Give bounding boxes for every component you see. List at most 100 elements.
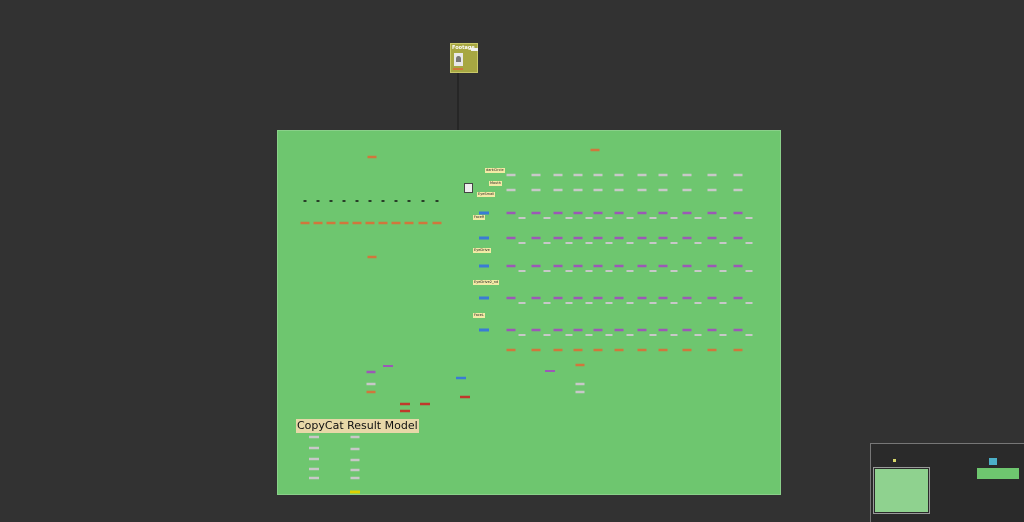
graph-node[interactable] bbox=[585, 242, 593, 244]
graph-node[interactable] bbox=[733, 296, 743, 300]
graph-node[interactable] bbox=[593, 348, 603, 352]
graph-node[interactable] bbox=[719, 334, 727, 336]
graph-node[interactable] bbox=[309, 435, 319, 439]
graph-node[interactable] bbox=[309, 476, 319, 480]
graph-node[interactable] bbox=[543, 242, 551, 244]
graph-node[interactable] bbox=[432, 221, 442, 225]
graph-node[interactable] bbox=[506, 328, 516, 332]
graph-node[interactable] bbox=[745, 242, 753, 244]
graph-node[interactable] bbox=[593, 173, 603, 177]
navigator-viewport[interactable] bbox=[873, 467, 930, 514]
graph-node[interactable] bbox=[506, 296, 516, 300]
graph-node[interactable] bbox=[553, 211, 563, 215]
graph-node[interactable] bbox=[543, 302, 551, 304]
graph-node[interactable] bbox=[626, 270, 634, 272]
graph-node[interactable] bbox=[575, 363, 585, 367]
graph-node[interactable] bbox=[658, 264, 668, 268]
node-tag-eyedrive2[interactable]: EyeDrive2_nd bbox=[473, 280, 500, 285]
graph-node[interactable] bbox=[553, 188, 563, 192]
graph-node[interactable] bbox=[329, 200, 333, 202]
graph-node[interactable] bbox=[573, 328, 583, 332]
graph-node[interactable] bbox=[573, 296, 583, 300]
graph-node[interactable] bbox=[682, 264, 692, 268]
graph-node[interactable] bbox=[543, 334, 551, 336]
graph-node[interactable] bbox=[614, 328, 624, 332]
graph-node[interactable] bbox=[733, 264, 743, 268]
graph-node[interactable] bbox=[565, 302, 573, 304]
graph-node[interactable] bbox=[626, 242, 634, 244]
graph-node[interactable] bbox=[733, 328, 743, 332]
graph-node[interactable] bbox=[531, 264, 541, 268]
graph-node[interactable] bbox=[649, 270, 657, 272]
graph-node[interactable] bbox=[565, 270, 573, 272]
graph-node[interactable] bbox=[670, 217, 678, 219]
graph-node[interactable] bbox=[694, 334, 702, 336]
graph-node[interactable] bbox=[637, 264, 647, 268]
graph-node[interactable] bbox=[326, 221, 336, 225]
graph-node[interactable] bbox=[670, 242, 678, 244]
graph-node[interactable] bbox=[614, 348, 624, 352]
graph-node[interactable] bbox=[593, 296, 603, 300]
graph-node[interactable] bbox=[637, 236, 647, 240]
graph-node[interactable] bbox=[518, 242, 526, 244]
graph-node[interactable] bbox=[506, 348, 516, 352]
graph-node[interactable] bbox=[518, 334, 526, 336]
graph-node[interactable] bbox=[309, 457, 319, 461]
graph-node[interactable] bbox=[733, 236, 743, 240]
graph-node[interactable] bbox=[707, 348, 717, 352]
graph-node[interactable] bbox=[658, 188, 668, 192]
graph-node[interactable] bbox=[593, 211, 603, 215]
graph-node[interactable] bbox=[658, 236, 668, 240]
graph-node[interactable] bbox=[575, 382, 585, 386]
graph-node[interactable] bbox=[350, 458, 360, 462]
node-tag-darkcircle[interactable]: darkCircle bbox=[485, 168, 505, 173]
graph-node[interactable] bbox=[626, 302, 634, 304]
graph-node[interactable] bbox=[658, 296, 668, 300]
graph-node[interactable] bbox=[531, 188, 541, 192]
graph-node[interactable] bbox=[707, 211, 717, 215]
graph-node[interactable] bbox=[649, 242, 657, 244]
graph-node[interactable] bbox=[649, 302, 657, 304]
graph-node[interactable] bbox=[553, 328, 563, 332]
graph-node[interactable] bbox=[367, 255, 377, 259]
graph-node[interactable] bbox=[543, 270, 551, 272]
graph-node[interactable] bbox=[350, 490, 360, 494]
graph-node[interactable] bbox=[626, 334, 634, 336]
graph-node[interactable] bbox=[545, 370, 555, 372]
graph-node[interactable] bbox=[366, 390, 376, 394]
graph-node[interactable] bbox=[421, 200, 425, 202]
graph-node[interactable] bbox=[479, 296, 489, 300]
graph-node[interactable] bbox=[670, 302, 678, 304]
viewer-icon[interactable] bbox=[464, 183, 473, 193]
graph-node[interactable] bbox=[593, 236, 603, 240]
graph-node[interactable] bbox=[355, 200, 359, 202]
graph-node[interactable] bbox=[506, 264, 516, 268]
graph-node[interactable] bbox=[719, 302, 727, 304]
graph-node[interactable] bbox=[614, 236, 624, 240]
graph-node[interactable] bbox=[543, 217, 551, 219]
graph-node[interactable] bbox=[614, 264, 624, 268]
graph-node[interactable] bbox=[342, 200, 346, 202]
node-tag-facel[interactable]: FaceL bbox=[473, 313, 485, 318]
graph-node[interactable] bbox=[707, 188, 717, 192]
graph-node[interactable] bbox=[637, 188, 647, 192]
graph-node[interactable] bbox=[506, 173, 516, 177]
graph-node[interactable] bbox=[366, 370, 376, 374]
node-tag-eyesmall[interactable]: EyeSmall bbox=[477, 192, 496, 197]
graph-node[interactable] bbox=[614, 296, 624, 300]
graph-node[interactable] bbox=[573, 188, 583, 192]
graph-node[interactable] bbox=[745, 334, 753, 336]
graph-node[interactable] bbox=[585, 302, 593, 304]
graph-node[interactable] bbox=[605, 302, 613, 304]
graph-node[interactable] bbox=[658, 173, 668, 177]
graph-node[interactable] bbox=[707, 296, 717, 300]
graph-node[interactable] bbox=[553, 296, 563, 300]
graph-node[interactable] bbox=[682, 296, 692, 300]
graph-node[interactable] bbox=[553, 173, 563, 177]
graph-node[interactable] bbox=[400, 409, 410, 413]
graph-node[interactable] bbox=[707, 236, 717, 240]
graph-node[interactable] bbox=[518, 302, 526, 304]
graph-node[interactable] bbox=[605, 270, 613, 272]
graph-node[interactable] bbox=[506, 211, 516, 215]
graph-node[interactable] bbox=[745, 302, 753, 304]
